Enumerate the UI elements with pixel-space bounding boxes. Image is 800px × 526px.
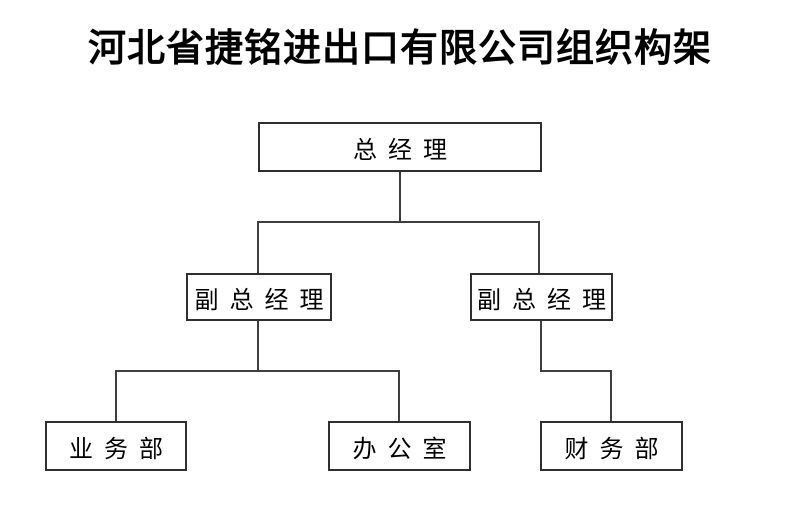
business-department-label: 业务部 [69, 436, 174, 463]
connector-root-stem [399, 172, 401, 222]
org-node-office: 办公室 [328, 421, 471, 471]
chart-title: 河北省捷铭进出口有限公司组织构架 [87, 28, 712, 70]
connector-right-deputy-stem [540, 319, 542, 372]
connector-left-deputy-stem [257, 319, 259, 372]
connector-drop-office [398, 370, 400, 421]
connector-left-subtree-crossbar [115, 370, 400, 372]
connector-right-subtree-crossbar [540, 370, 612, 372]
deputy-general-manager-left-label: 副总经理 [194, 287, 335, 314]
connector-drop-business-dept [115, 370, 117, 421]
org-node-deputy-general-manager-right: 副总经理 [470, 273, 613, 321]
org-node-general-manager: 总经理 [258, 122, 542, 172]
org-node-finance-department: 财务部 [540, 421, 683, 471]
deputy-general-manager-right-label: 副总经理 [477, 287, 617, 314]
org-node-deputy-general-manager-left: 副总经理 [186, 273, 332, 321]
finance-department-label: 财务部 [564, 436, 670, 463]
office-label: 办公室 [352, 436, 458, 463]
general-manager-label: 总经理 [353, 137, 458, 164]
connector-level1-drop-right [538, 221, 540, 273]
org-node-business-department: 业务部 [45, 421, 187, 471]
connector-drop-finance-dept [610, 370, 612, 421]
connector-level1-drop-left [257, 221, 259, 273]
connector-level1-crossbar [257, 221, 540, 223]
